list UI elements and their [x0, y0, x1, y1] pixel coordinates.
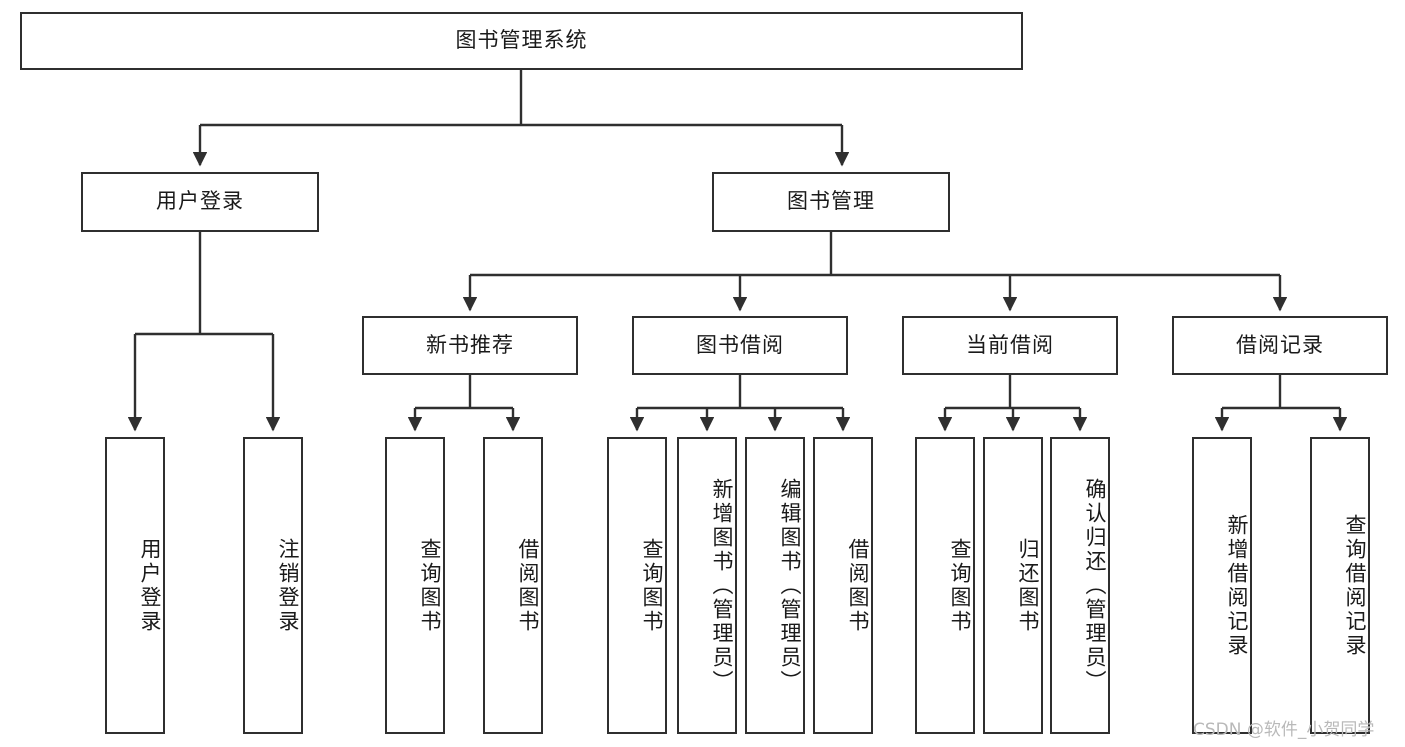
leaf-logout[interactable]: 注销登录: [243, 437, 303, 734]
node-label: 确认归还（管理员）: [1083, 477, 1107, 694]
leaf-edit-book-admin[interactable]: 编辑图书（管理员）: [745, 437, 805, 734]
node-label: 归还图书: [1016, 537, 1040, 634]
node-label: 借阅记录: [1236, 332, 1324, 357]
node-label: 查询图书: [418, 537, 442, 634]
node-label: 用户登录: [138, 537, 162, 634]
node-label: 图书借阅: [696, 332, 784, 357]
node-label: 查询借阅记录: [1343, 513, 1367, 658]
node-new-book-recommend[interactable]: 新书推荐: [362, 316, 578, 375]
leaf-query-borrow-record[interactable]: 查询借阅记录: [1310, 437, 1370, 734]
leaf-user-login[interactable]: 用户登录: [105, 437, 165, 734]
node-root-system[interactable]: 图书管理系统: [20, 12, 1023, 70]
leaf-borrow-book[interactable]: 借阅图书: [813, 437, 873, 734]
node-book-borrow[interactable]: 图书借阅: [632, 316, 848, 375]
node-label: 当前借阅: [966, 332, 1054, 357]
leaf-borrow-book-recommend[interactable]: 借阅图书: [483, 437, 543, 734]
watermark-text: CSDN @软件_小贺同学: [1193, 720, 1375, 740]
node-label: 新增借阅记录: [1225, 513, 1249, 658]
node-label: 借阅图书: [516, 537, 540, 634]
csdn-watermark: CSDN @软件_小贺同学: [1193, 715, 1374, 740]
node-user-login[interactable]: 用户登录: [81, 172, 319, 232]
node-label: 查询图书: [640, 537, 664, 634]
node-borrow-record[interactable]: 借阅记录: [1172, 316, 1388, 375]
leaf-query-book-recommend[interactable]: 查询图书: [385, 437, 445, 734]
node-book-management[interactable]: 图书管理: [712, 172, 950, 232]
node-current-borrow[interactable]: 当前借阅: [902, 316, 1118, 375]
node-label: 查询图书: [948, 537, 972, 634]
leaf-query-book-current[interactable]: 查询图书: [915, 437, 975, 734]
node-label: 图书管理系统: [455, 28, 588, 53]
node-label: 注销登录: [276, 537, 300, 634]
leaf-confirm-return-admin[interactable]: 确认归还（管理员）: [1050, 437, 1110, 734]
leaf-add-book-admin[interactable]: 新增图书（管理员）: [677, 437, 737, 734]
leaf-add-borrow-record[interactable]: 新增借阅记录: [1192, 437, 1252, 734]
node-label: 借阅图书: [846, 537, 870, 634]
node-label: 新增图书（管理员）: [710, 477, 734, 694]
leaf-return-book[interactable]: 归还图书: [983, 437, 1043, 734]
node-label: 编辑图书（管理员）: [778, 477, 802, 694]
node-label: 新书推荐: [426, 332, 514, 357]
node-label: 用户登录: [156, 189, 244, 214]
leaf-query-book-borrow[interactable]: 查询图书: [607, 437, 667, 734]
node-label: 图书管理: [787, 189, 875, 214]
